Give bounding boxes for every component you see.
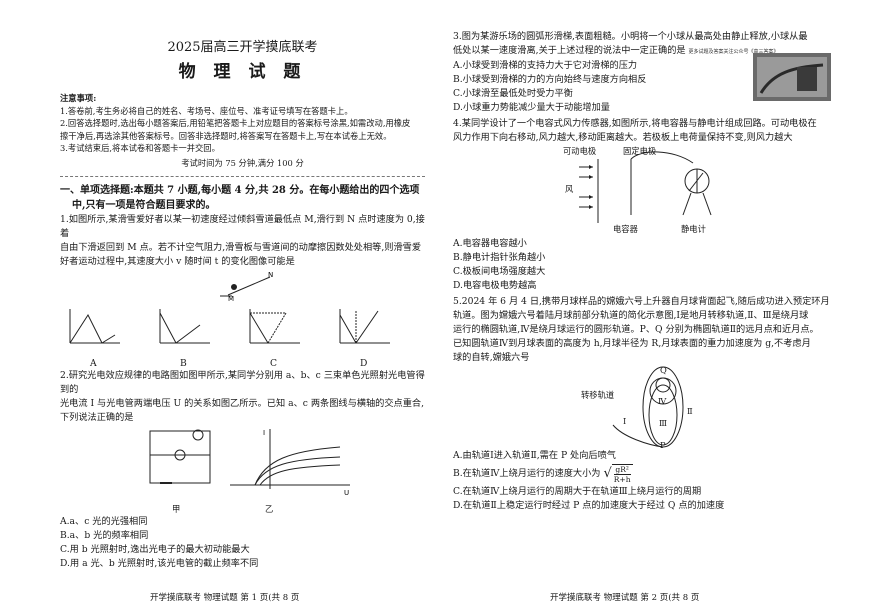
page-2: 3.图为某游乐场的圆弧形滑梯,表面粗糙。小明将一个小球从最高处由静止释放,小球从…: [435, 0, 870, 615]
notice-line: 1.答卷前,考生务必将自己的姓名、考场号、座位号、准考证号填写在答题卡上。: [60, 105, 353, 116]
iu-graph: [230, 428, 350, 489]
option: B.静电计指针张角越小: [453, 252, 546, 263]
watermark-note: 更多试题及答案关注公众号《高三答案》: [688, 49, 779, 55]
graph-label: A: [90, 357, 97, 369]
question-4: 风力作用下向右移动,风力越大,移动距离越大。若极板上电荷量保持不变,则风力越大: [453, 132, 793, 143]
graph-a: [69, 308, 120, 344]
question-1: 好者运动过程中,其速度大小 v 随时间 t 的变化图像可能是: [60, 255, 295, 267]
orbit-label: Ⅳ: [658, 396, 667, 406]
exam-title: 2025届高三开学摸底联考: [167, 40, 318, 55]
orbit-label: P: [660, 440, 666, 450]
ski-slope-figure: M N: [220, 271, 273, 303]
notice-line: 擦干净后,再选涂其他答案标号。回答非选择题时,将答案写在答题卡上,写在本试卷上无…: [60, 130, 392, 141]
orbit-figure: 转移轨道 Q P Ⅰ Ⅱ Ⅲ Ⅳ: [453, 365, 842, 450]
question-2: 2.研究光电效应规律的电路图如图甲所示,某同学分别用 a、b、c 三束单色光照射…: [60, 369, 425, 395]
exam-subject: 物 理 试 题: [178, 62, 307, 82]
page-footer: 开学摸底联考 物理试题 第 2 页(共 8 页: [550, 593, 700, 603]
question-3-line: 低处以某一速度滑离,关于上述过程的说法中一定正确的是: [453, 45, 686, 56]
question-3: 低处以某一速度滑离,关于上述过程的说法中一定正确的是 更多试题及答案关注公众号《…: [453, 44, 842, 59]
orbit-label: Ⅱ: [687, 406, 693, 416]
section-heading: 一、单项选择题:本题共 7 小题,每小题 4 分,共 28 分。在每小题给出的四…: [60, 184, 420, 196]
option: B.a、b 光的频率相同: [60, 529, 149, 541]
orbit-label: 转移轨道: [581, 390, 615, 400]
fig-label: 固定电极: [623, 146, 657, 156]
question-2: 下列说法正确的是: [60, 411, 134, 423]
notice-line: 2.回答选择题时,选出每小题答案后,用铅笔把答题卡上对应题目的答案标号涂黑,如需…: [60, 118, 411, 129]
option: C.用 b 光照射时,逸出光电子的最大初动能最大: [60, 543, 250, 555]
notice-heading: 注意事项:: [60, 93, 97, 103]
option: C.小球滑至最低处时受力平衡: [453, 88, 573, 99]
fig-label: 电容器: [613, 224, 638, 234]
svg-text:N: N: [268, 271, 273, 279]
q3-block: A.小球受到滑梯的支持力大于它对滑梯的压力 B.小球受到滑梯的力的方向始终与速度…: [453, 53, 842, 115]
option: D.小球重力势能减少量大于动能增加量: [453, 102, 610, 113]
graph-label: C: [270, 357, 278, 369]
graph-label: D: [360, 357, 368, 369]
question-5: 已知圆轨道Ⅳ到月球表面的高度为 h,月球半径为 R,月球表面的重力加速度为 g,…: [453, 338, 811, 349]
option: B.小球受到滑梯的力的方向始终与速度方向相反: [453, 74, 647, 85]
fig-label: 可动电极: [563, 146, 597, 156]
option: B.在轨道Ⅳ上绕月运行的速度大小为 √ gR² R+h: [453, 463, 842, 485]
graph-labels: A B C D: [60, 357, 425, 369]
svg-text:M: M: [228, 295, 234, 301]
question-5: 5.2024 年 6 月 4 日,携带月球样品的嫦娥六号上升器自月球背面起飞,随…: [453, 296, 830, 307]
option: A.a、c 光的光强相同: [60, 515, 148, 527]
option-text: B.在轨道Ⅳ上绕月运行的速度大小为: [453, 468, 601, 479]
photoelectric-figures: I U: [149, 428, 350, 497]
figure-labels: 甲 乙: [60, 503, 425, 514]
page-1: 2025届高三开学摸底联考 物 理 试 题 注意事项: 1.答卷前,考生务必将自…: [60, 40, 425, 603]
formula-denominator: R+h: [613, 474, 631, 484]
question-4: 4.某同学设计了一个电容式风力传感器,如图所示,将电容器与静电计组成回路。可动电…: [453, 118, 817, 129]
figure-label: 甲: [172, 503, 181, 514]
notice-line: 3.考试结束后,将本试卷和答题卡一并交回。: [60, 143, 220, 154]
divider: [60, 175, 425, 177]
figure-label: 乙: [265, 503, 274, 514]
option: D.用 a 光、b 光照射时,该光电管的截止频率不同: [60, 557, 259, 569]
formula-numerator: gR²: [615, 465, 629, 474]
sqrt-formula: √ gR² R+h: [603, 464, 633, 484]
option: A.小球受到滑梯的支持力大于它对滑梯的压力: [453, 60, 638, 71]
question-5: 运行的椭圆轨道,Ⅳ是绕月球运行的圆形轨道。P、Q 分别为椭圆轨道Ⅱ的远月点和近月…: [453, 324, 819, 335]
option: C.极板间电场强度越大: [453, 266, 546, 277]
question-2: 光电流 I 与光电管两端电压 U 的关系如图乙所示。已知 a、c 两条图线与横轴…: [60, 397, 424, 409]
orbit-label: Q: [660, 365, 667, 375]
option: D.电容电极电势越高: [453, 280, 537, 291]
time-info: 考试时间为 75 分钟,满分 100 分: [181, 157, 304, 168]
graph-label: B: [180, 357, 187, 369]
vt-graphs: [69, 308, 390, 344]
orbit-label: Ⅲ: [659, 418, 668, 428]
option: D.在轨道Ⅱ上稳定运行时经过 P 点的加速度大于经过 Q 点的加速度: [453, 500, 725, 511]
graph-b: [159, 308, 210, 344]
question-3: 3.图为某游乐场的圆弧形滑梯,表面粗糙。小明将一个小球从最高处由静止释放,小球从…: [453, 31, 808, 42]
question-1: 自由下滑返回到 M 点。若不计空气阻力,滑雪板与雪道间的动摩擦因数处处相等,则滑…: [60, 241, 422, 253]
circuit-diagram: [149, 429, 211, 484]
capacitor-figure: 可动电极 固定电极 风 电容器 静电计: [453, 145, 842, 237]
orbit-label: Ⅰ: [623, 416, 627, 426]
fig-label: 风: [565, 184, 574, 194]
svg-text:U: U: [344, 489, 349, 497]
svg-text:I: I: [263, 429, 265, 437]
slide-photo: [753, 53, 831, 101]
fig-label: 静电计: [681, 224, 706, 234]
graph-c: [249, 308, 300, 344]
page-footer: 开学摸底联考 物理试题 第 1 页(共 8 页: [150, 593, 300, 603]
question-5: 轨道。图为嫦娥六号着陆月球前部分轨道的简化示意图,Ⅰ是地月转移轨道,Ⅱ、Ⅲ是绕月…: [453, 310, 809, 321]
graph-d: [339, 308, 390, 344]
section-heading: 中,只有一项是符合题目要求的。: [72, 199, 216, 211]
question-1: 1.如图所示,某滑雪爱好者以某一初速度经过倾斜雪道最低点 M,滑行到 N 点时速…: [60, 213, 425, 239]
question-5: 球的自转,嫦娥六号: [453, 352, 530, 363]
option: C.在轨道Ⅳ上绕月运行的周期大于在轨道Ⅲ上绕月运行的周期: [453, 486, 702, 497]
option: A.电容器电容越小: [453, 238, 527, 249]
option: A.由轨道Ⅰ进入轨道Ⅱ,需在 P 处向后喷气: [453, 450, 616, 461]
